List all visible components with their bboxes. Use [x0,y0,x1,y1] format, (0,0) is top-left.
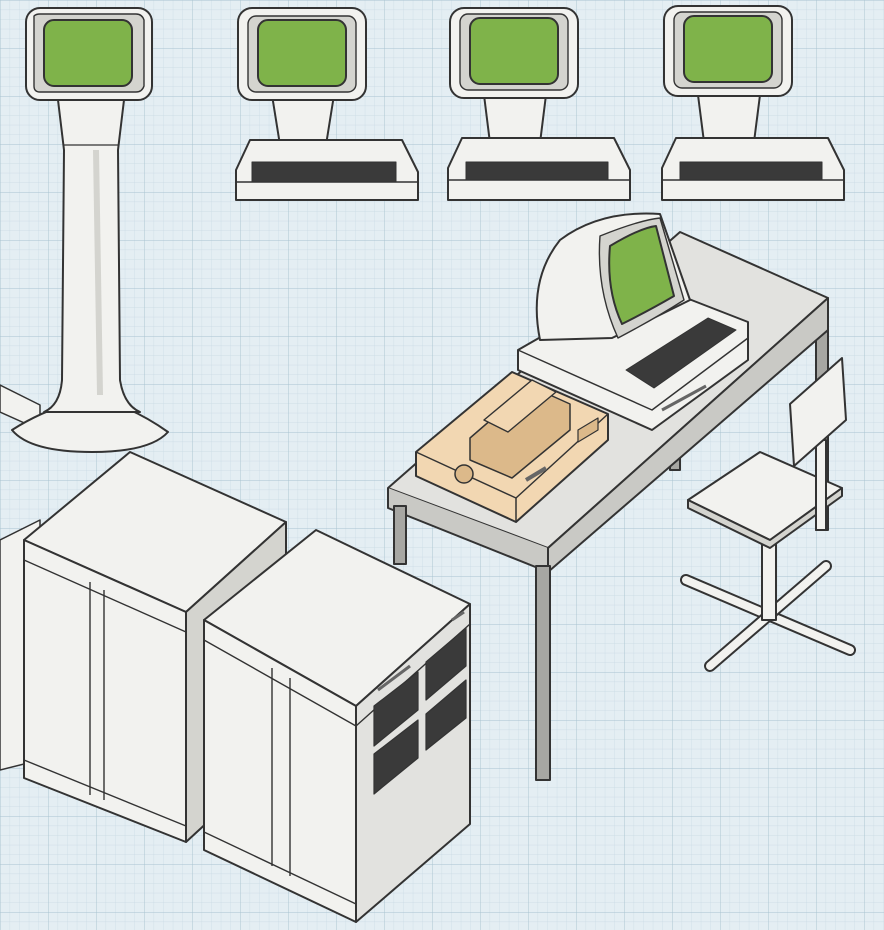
pedestal-terminal [0,7,169,771]
swivel-chair [680,357,856,672]
desktop-terminal-3 [661,5,845,201]
dot-matrix-printer [415,371,609,523]
screen [43,19,133,87]
disk-drive [373,671,419,747]
keyboard-keys [251,161,397,183]
desk-workstation [517,212,749,431]
disk-drive [425,679,467,751]
desktop-terminal-2 [447,7,631,201]
workstation-keyboard [625,317,737,389]
cabinet-front [203,529,471,923]
disk-drive [373,719,419,795]
desktop-terminal-1 [235,7,419,201]
disk-drive [425,627,467,701]
